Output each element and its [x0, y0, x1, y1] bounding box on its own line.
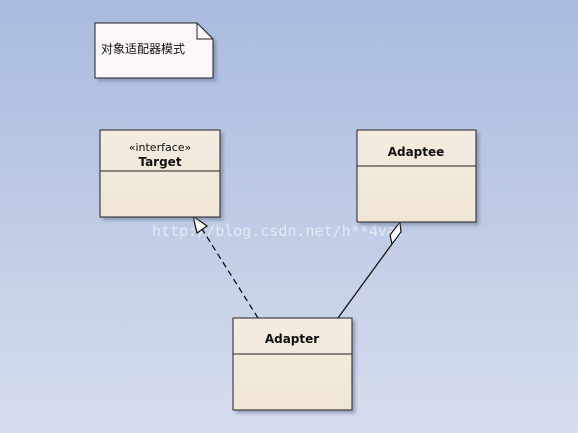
class-adapter-name: Adapter [265, 332, 319, 346]
note-folded-corner [196, 23, 213, 40]
class-adapter-box [232, 317, 353, 411]
class-adaptee[interactable]: Adaptee [356, 129, 477, 223]
aggregation-line [337, 243, 393, 319]
class-target[interactable]: «interface» Target [99, 129, 221, 218]
class-target-stereotype: «interface» [129, 141, 192, 154]
realization-triangle-head [192, 214, 209, 234]
class-target-box [99, 129, 221, 218]
note-text: 对象适配器模式 [101, 42, 185, 56]
class-adapter[interactable]: Adapter [232, 317, 353, 411]
class-adaptee-name: Adaptee [388, 145, 445, 159]
watermark-text: http://blog.csdn.net/h**4val [152, 222, 405, 240]
note-shape [94, 22, 214, 79]
aggregation-relationship[interactable] [337, 220, 402, 319]
aggregation-diamond-head [389, 220, 402, 246]
realization-dashed-line [201, 228, 259, 319]
class-target-name: Target [138, 155, 181, 169]
diagram-note[interactable]: 对象适配器模式 [94, 22, 214, 79]
class-adaptee-box [356, 129, 477, 223]
realization-relationship[interactable] [192, 214, 259, 319]
